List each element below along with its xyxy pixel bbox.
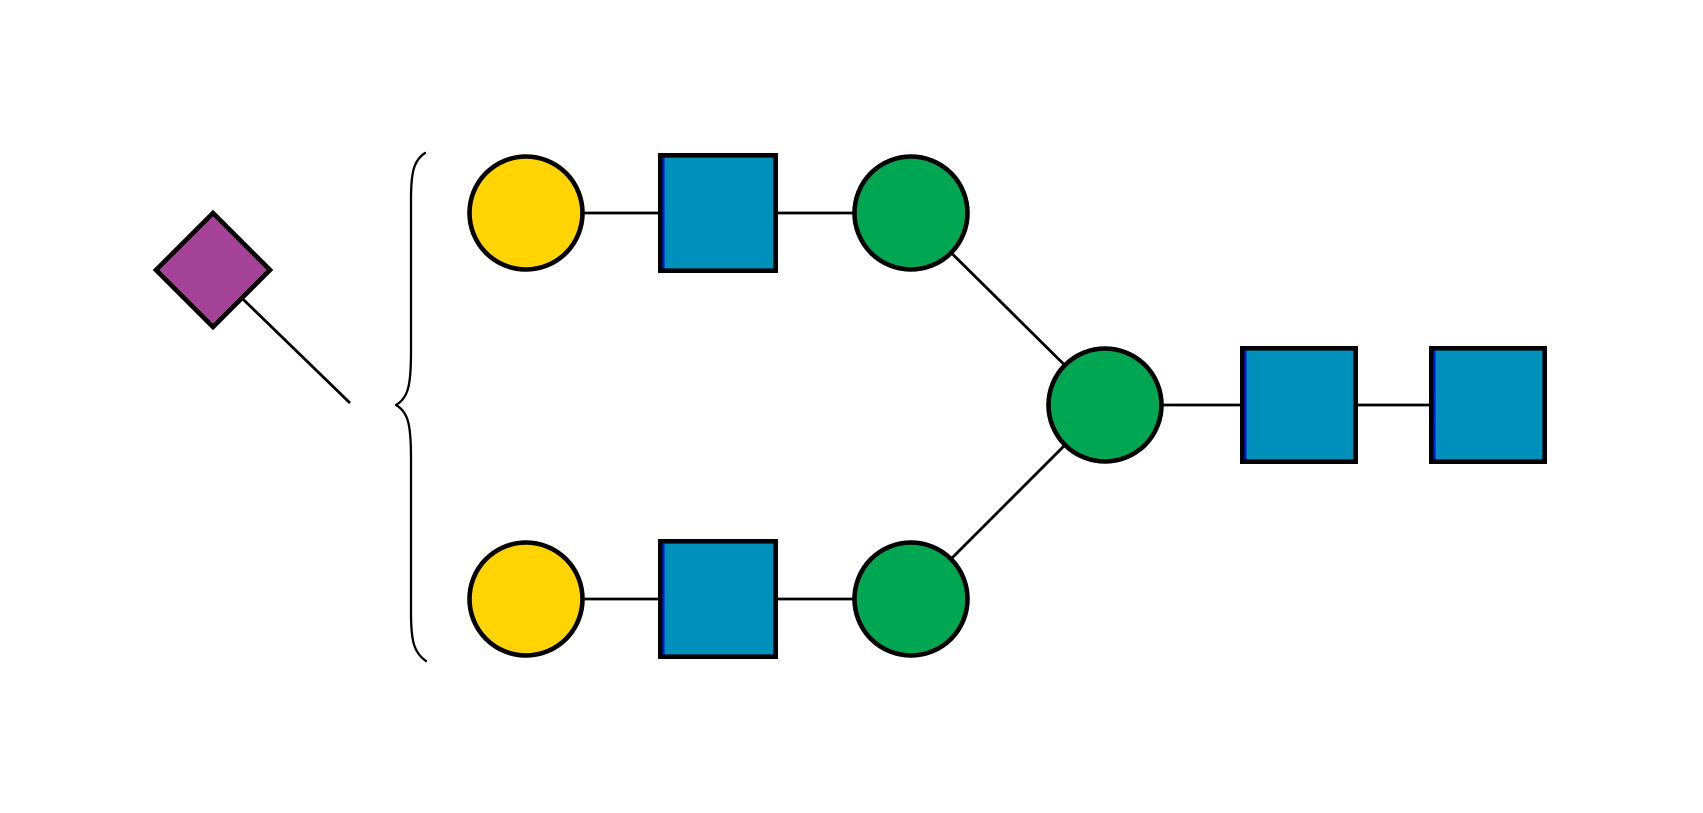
left-curly-brace-icon (394, 151, 428, 663)
gal-bottom-circle-icon (467, 540, 585, 658)
glcnac-bottom-square-icon (657, 538, 778, 659)
glcnac-core1-square-icon (1240, 345, 1359, 464)
glcnac-core2-square-icon (1429, 345, 1548, 464)
glcnac-top-square-icon (657, 153, 778, 274)
gal-top-circle-icon (467, 154, 585, 272)
man-bottom-circle-icon (852, 540, 970, 658)
neu5ac-diamond-icon (152, 209, 274, 331)
man-core-circle-icon (1046, 346, 1164, 464)
man-top-circle-icon (852, 154, 970, 272)
